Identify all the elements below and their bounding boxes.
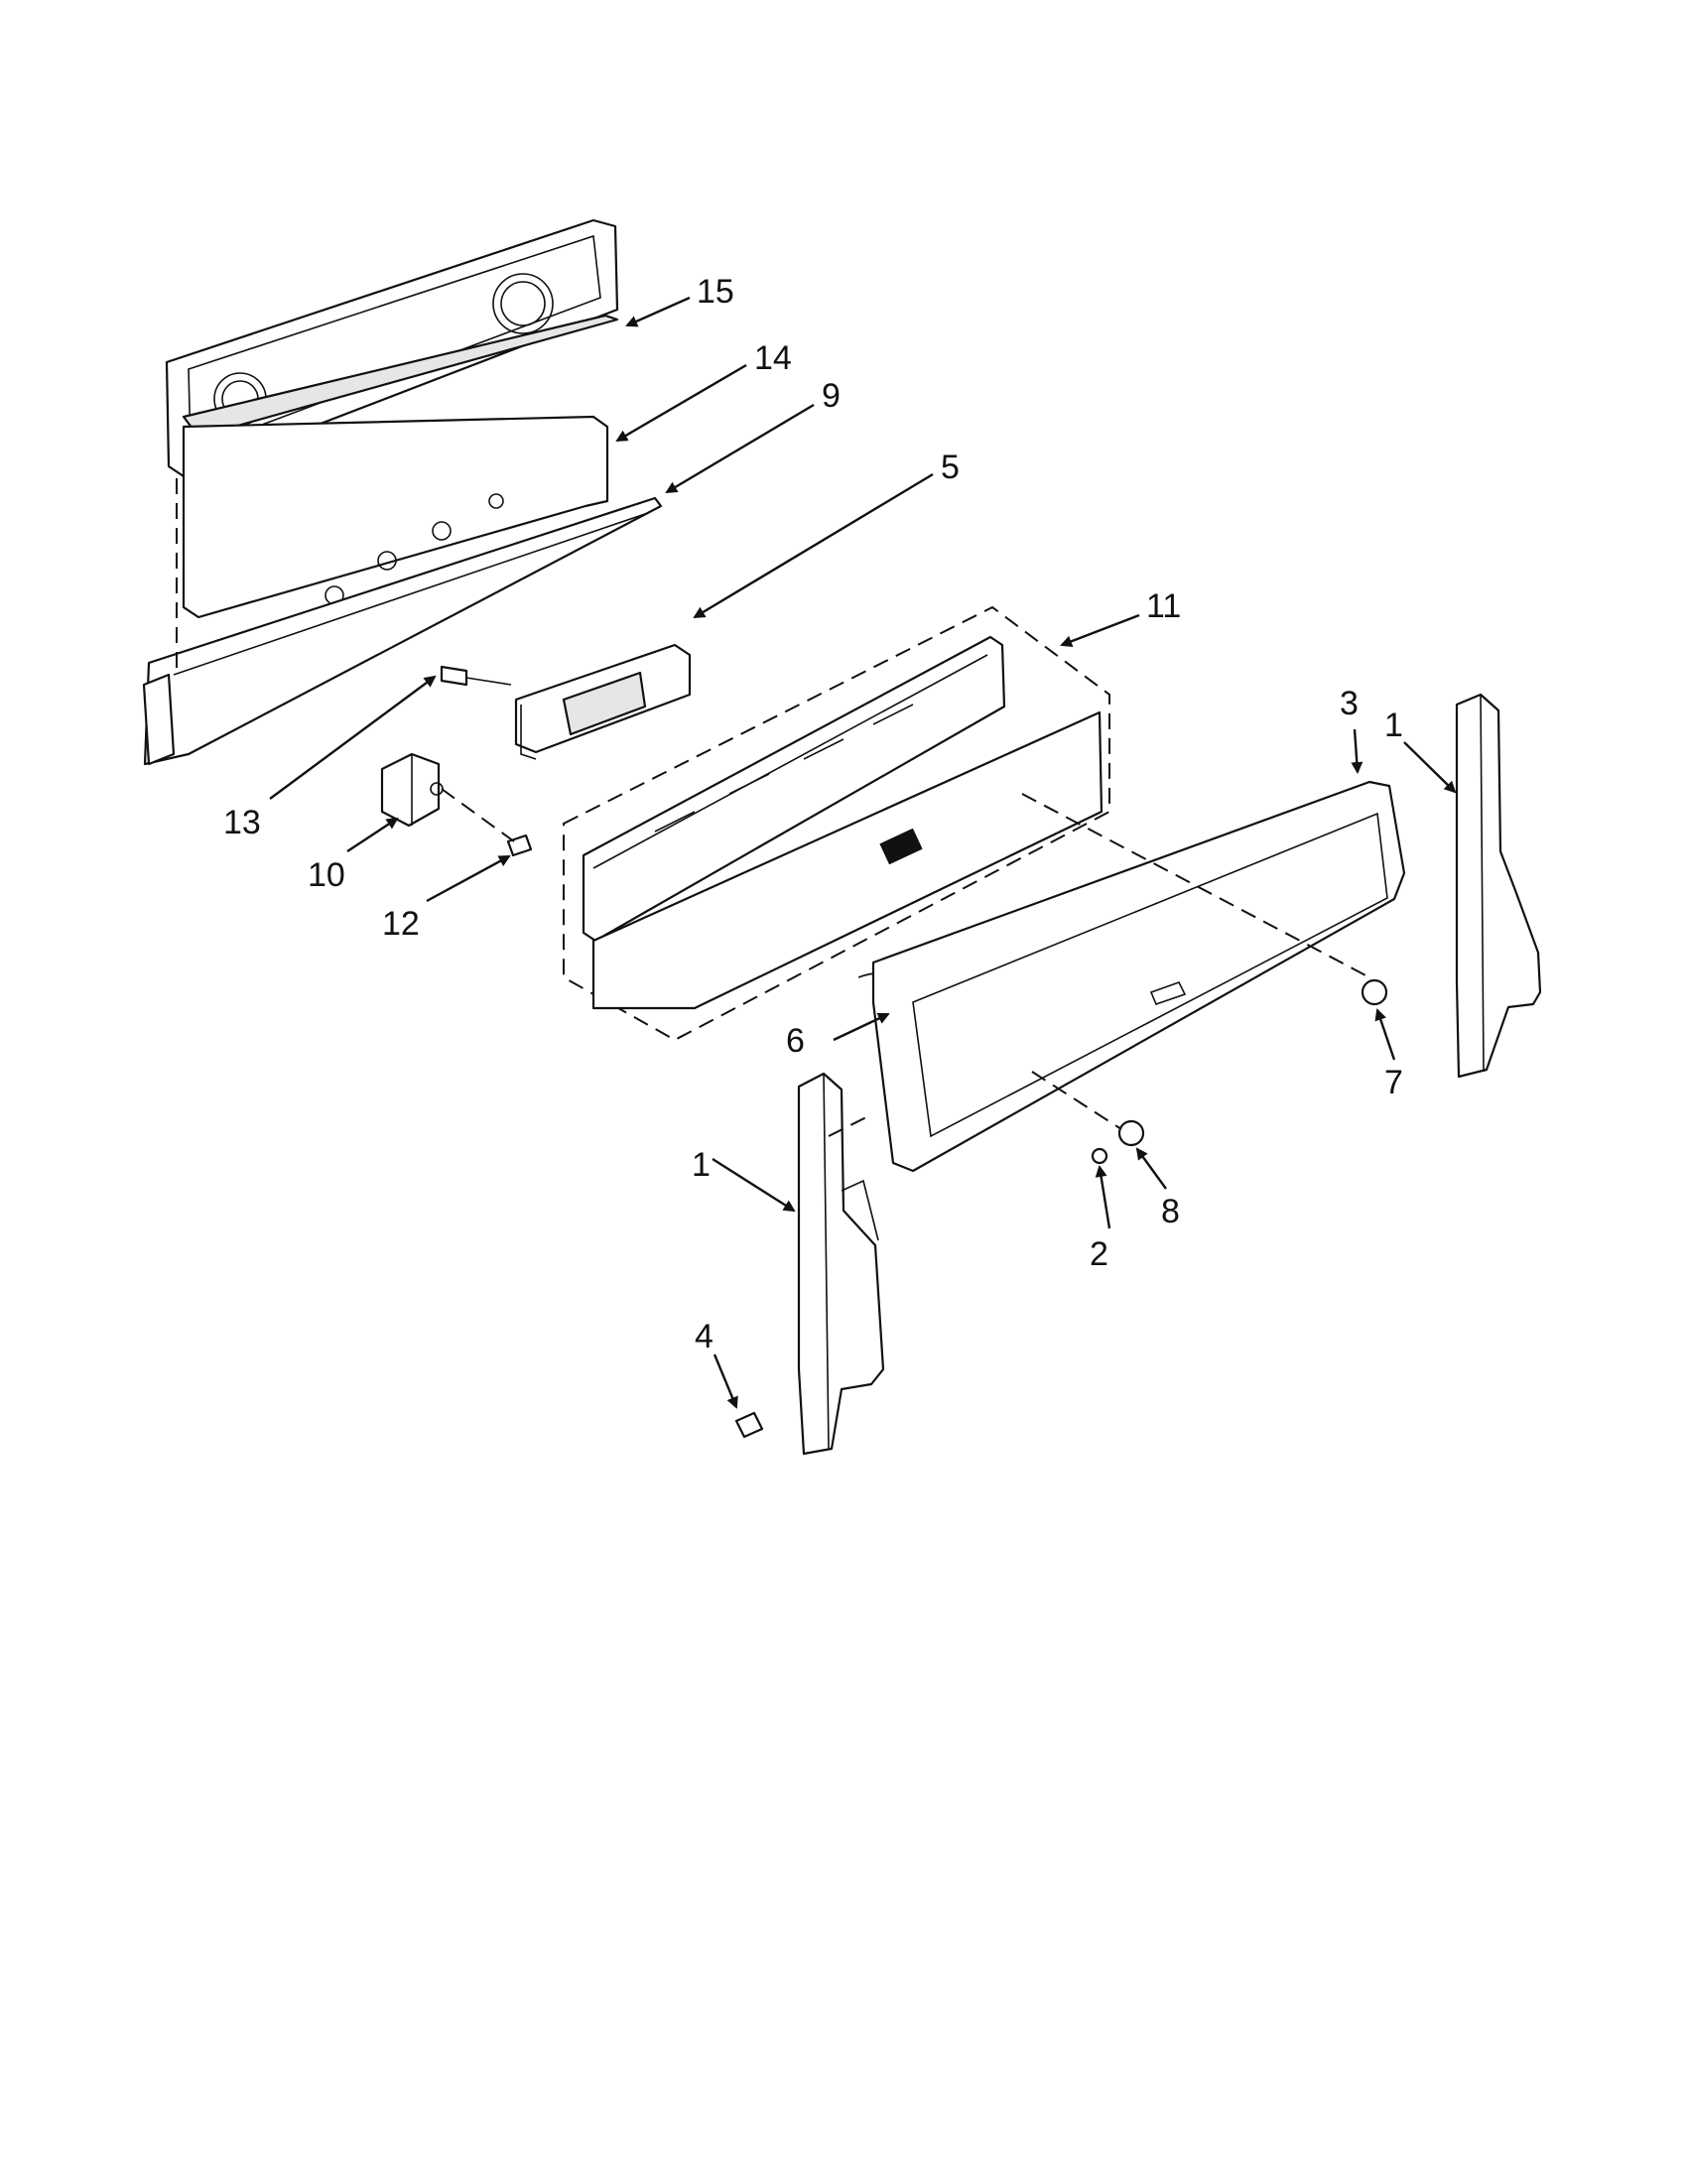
callout-3: 3: [1340, 685, 1359, 722]
part-9-strip: [142, 496, 663, 766]
callout-8: 8: [1161, 1193, 1180, 1230]
part-11-console-panel: [582, 635, 1104, 1010]
part-11-assembly-outline: [563, 605, 1110, 1042]
guide-line-8: [1031, 1071, 1122, 1130]
leader-lines: [269, 296, 1457, 1409]
guide-line-10-12: [441, 788, 515, 842]
callout-9: 9: [822, 377, 841, 415]
part-1-end-cap-left: [797, 1072, 885, 1456]
callout-15: 15: [697, 273, 734, 311]
part-7-knob: [1361, 978, 1388, 1006]
part-3-console-trim: [871, 780, 1406, 1173]
callout-14: 14: [754, 339, 792, 377]
callout-10: 10: [308, 856, 345, 894]
callout-1-right: 1: [1384, 707, 1403, 744]
guide-line-left-cap: [828, 1115, 869, 1137]
guide-line-3: [1021, 793, 1370, 978]
callout-11: 11: [1146, 587, 1181, 625]
callout-1-left: 1: [692, 1146, 711, 1184]
part-8-knob: [1117, 1119, 1145, 1147]
part-4-screw: [734, 1411, 764, 1439]
callout-6: 6: [786, 1022, 805, 1060]
part-10-switch: [380, 752, 444, 828]
part-5-control-board: [514, 643, 692, 760]
callout-13: 13: [223, 804, 261, 841]
part-1-end-cap-right: [1455, 693, 1542, 1079]
part-13-screw: [440, 665, 512, 687]
callout-4: 4: [695, 1318, 714, 1355]
callout-labels: 15 14 9 5 11 13 10 12 3 1 1 7 6 8 2 4: [223, 273, 1403, 1355]
callout-7: 7: [1384, 1064, 1403, 1101]
callout-2: 2: [1090, 1235, 1108, 1273]
part-2-screw: [1091, 1147, 1108, 1165]
callout-5: 5: [941, 449, 960, 486]
callout-12: 12: [382, 905, 420, 943]
